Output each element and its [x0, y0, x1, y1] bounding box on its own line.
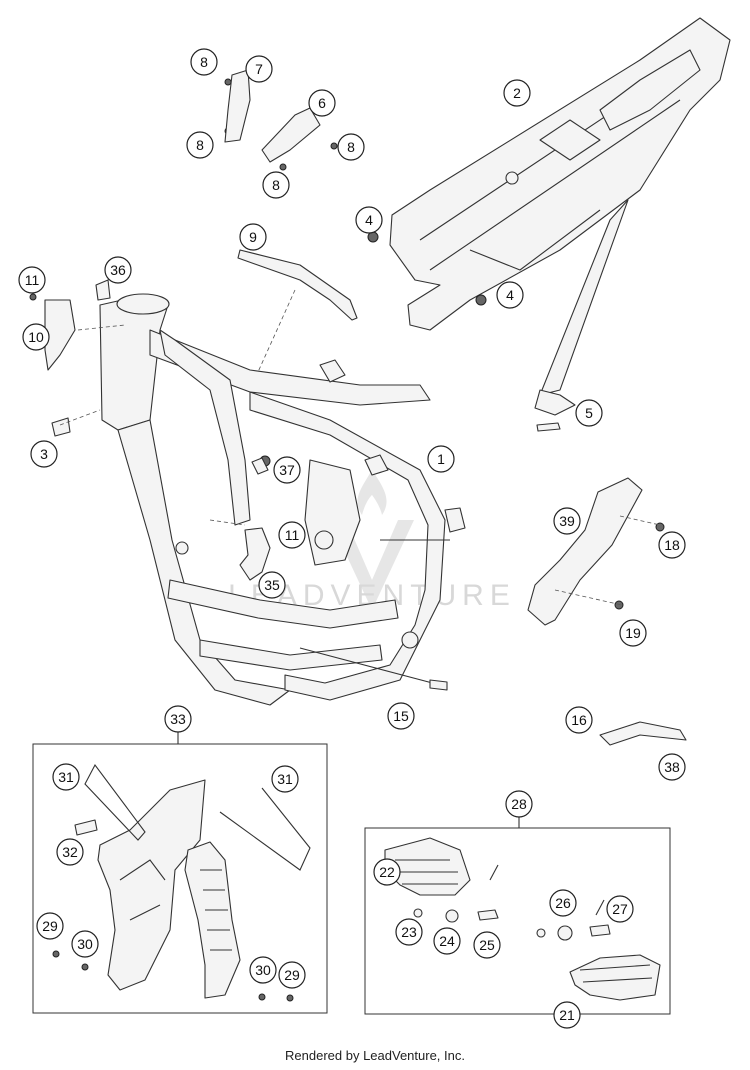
svg-text:7: 7 [255, 61, 263, 77]
chain-guide [527, 477, 661, 626]
main-frame [99, 293, 466, 706]
svg-text:26: 26 [555, 895, 571, 911]
svg-text:5: 5 [585, 405, 593, 421]
svg-text:10: 10 [28, 329, 44, 345]
svg-text:9: 9 [249, 229, 257, 245]
svg-text:8: 8 [272, 177, 280, 193]
footer-credit: Rendered by LeadVenture, Inc. [285, 1048, 465, 1063]
callout-10: 10 [22, 323, 50, 351]
callout-3: 3 [30, 440, 58, 468]
svg-text:27: 27 [612, 901, 628, 917]
callout-8d: 8 [262, 171, 290, 199]
svg-text:35: 35 [264, 577, 280, 593]
callout-37: 37 [273, 456, 301, 484]
svg-text:8: 8 [196, 137, 204, 153]
svg-text:29: 29 [284, 967, 300, 983]
svg-text:31: 31 [277, 771, 293, 787]
svg-text:38: 38 [664, 759, 680, 775]
cable-strap [237, 249, 358, 373]
callout-6: 6 [308, 89, 336, 117]
callout-5: 5 [575, 399, 603, 427]
callout-11b: 11 [278, 521, 306, 549]
svg-text:11: 11 [25, 272, 40, 288]
callout-8c: 8 [337, 133, 365, 161]
callout-39: 39 [553, 507, 581, 535]
callout-27: 27 [606, 895, 634, 923]
callout-24: 24 [433, 927, 461, 955]
svg-text:15: 15 [393, 708, 409, 724]
callout-15: 15 [387, 702, 415, 730]
callout-group: 1 2 3 4 4 5 6 7 8 8 8 8 9 10 11 11 15 16… [18, 48, 686, 1029]
callout-35: 35 [258, 571, 286, 599]
svg-text:23: 23 [401, 924, 417, 940]
svg-text:37: 37 [279, 462, 295, 478]
callout-29b: 29 [278, 961, 306, 989]
svg-text:21: 21 [559, 1007, 575, 1023]
callout-7: 7 [245, 55, 273, 83]
group-footpegs [364, 817, 671, 1015]
callout-32: 32 [56, 838, 84, 866]
svg-text:25: 25 [479, 937, 495, 953]
callout-1: 1 [427, 445, 455, 473]
chain-slider [599, 721, 687, 746]
svg-text:18: 18 [664, 537, 680, 553]
svg-text:36: 36 [110, 262, 126, 278]
svg-text:30: 30 [255, 962, 271, 978]
callout-16: 16 [565, 706, 593, 734]
svg-text:11: 11 [285, 527, 300, 543]
callout-23: 23 [395, 918, 423, 946]
callout-9: 9 [239, 223, 267, 251]
subframe [389, 17, 731, 416]
svg-text:4: 4 [365, 212, 373, 228]
callout-28: 28 [505, 790, 533, 818]
callout-21: 21 [553, 1001, 581, 1029]
svg-text:24: 24 [439, 933, 455, 949]
clamp-parts [44, 279, 126, 437]
svg-text:31: 31 [58, 769, 74, 785]
callout-11a: 11 [18, 266, 46, 294]
svg-text:6: 6 [318, 95, 326, 111]
svg-text:22: 22 [379, 864, 395, 880]
callout-2: 2 [503, 79, 531, 107]
callout-8b: 8 [186, 131, 214, 159]
svg-text:32: 32 [62, 844, 78, 860]
callout-22: 22 [373, 858, 401, 886]
svg-text:4: 4 [506, 287, 514, 303]
svg-text:39: 39 [559, 513, 575, 529]
callout-25: 25 [473, 931, 501, 959]
callout-26: 26 [549, 889, 577, 917]
callout-36: 36 [104, 256, 132, 284]
svg-text:33: 33 [170, 711, 186, 727]
callout-38: 38 [658, 753, 686, 781]
svg-text:30: 30 [77, 936, 93, 952]
callout-33: 33 [164, 705, 192, 733]
svg-text:19: 19 [625, 625, 641, 641]
callout-31a: 31 [52, 763, 80, 791]
svg-text:1: 1 [437, 451, 445, 467]
engine-brackets [224, 69, 321, 163]
svg-text:29: 29 [42, 918, 58, 934]
svg-text:28: 28 [511, 796, 527, 812]
callout-18: 18 [658, 531, 686, 559]
group-frame-guards [32, 732, 328, 1014]
callout-31b: 31 [271, 765, 299, 793]
svg-text:8: 8 [347, 139, 355, 155]
svg-text:2: 2 [513, 85, 521, 101]
callout-8a: 8 [190, 48, 218, 76]
callout-30a: 30 [71, 930, 99, 958]
callout-4a: 4 [355, 206, 383, 234]
svg-text:8: 8 [200, 54, 208, 70]
cable-holder [209, 457, 271, 581]
callout-19: 19 [619, 619, 647, 647]
callout-4b: 4 [496, 281, 524, 309]
svg-text:16: 16 [571, 712, 587, 728]
callout-30b: 30 [249, 956, 277, 984]
callout-29a: 29 [36, 912, 64, 940]
svg-text:3: 3 [40, 446, 48, 462]
